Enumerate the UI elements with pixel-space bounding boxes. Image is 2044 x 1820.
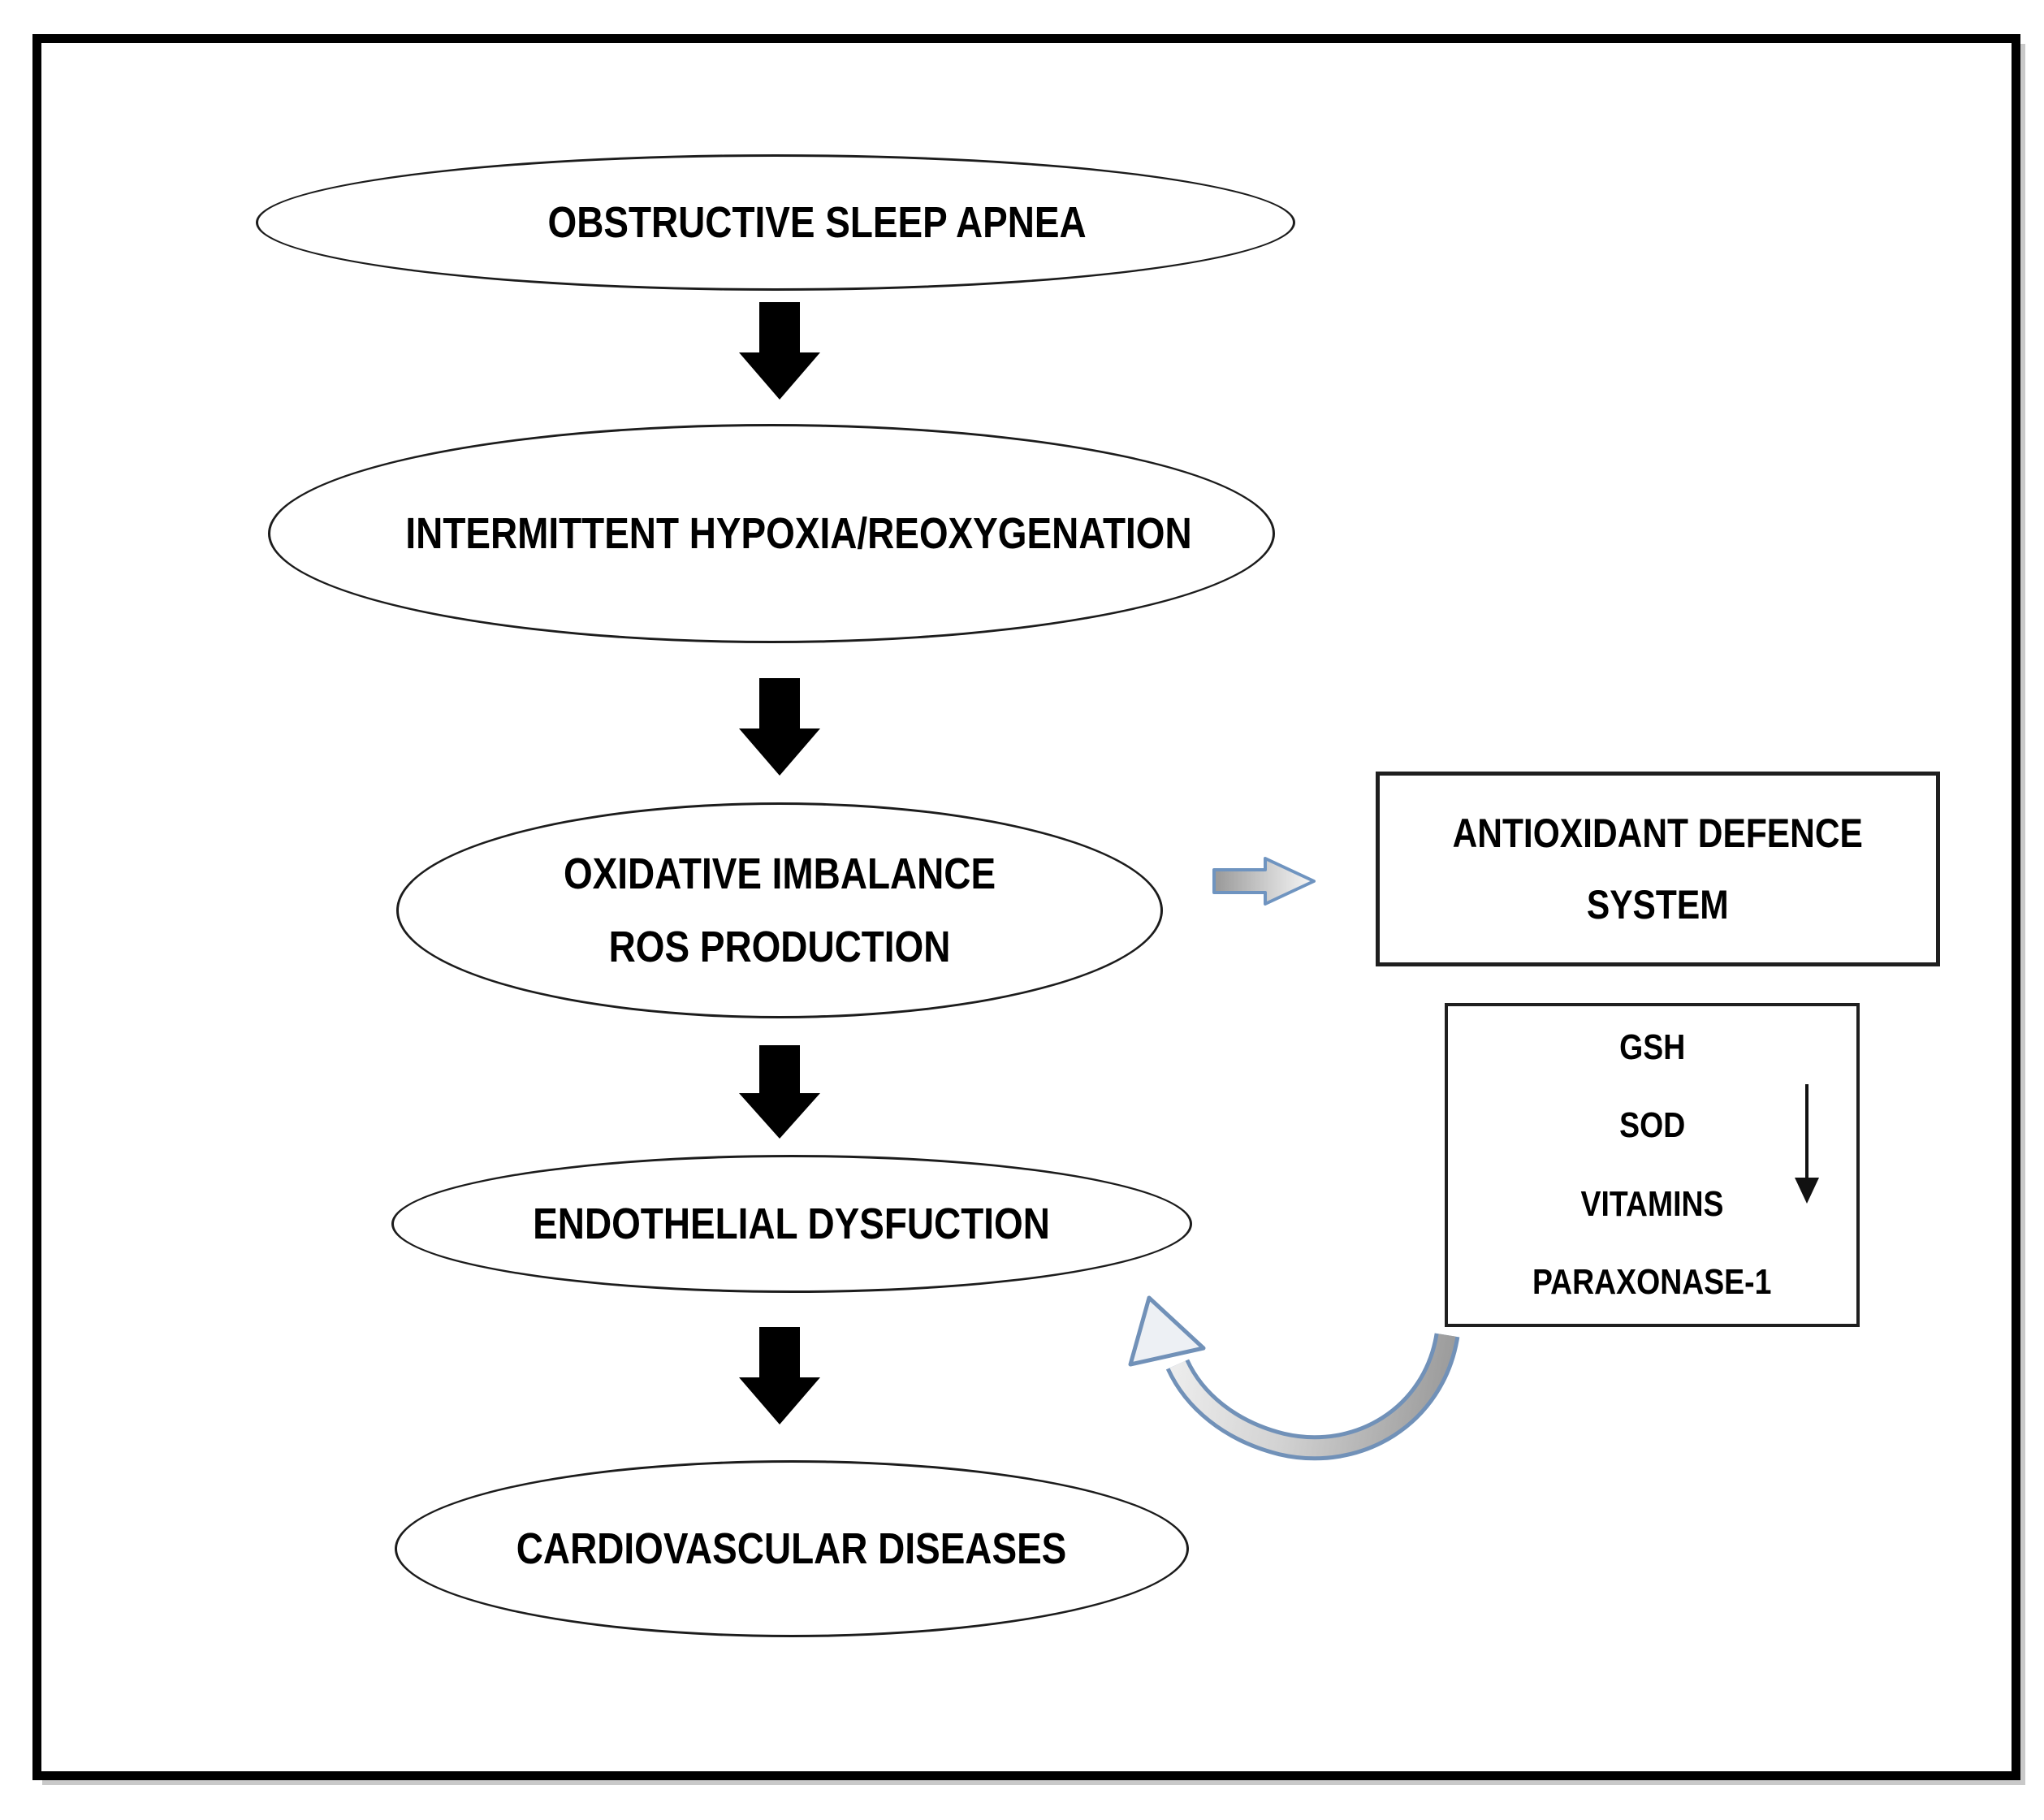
list-item-paraxonase-1: PARAXONASE-1 xyxy=(1532,1261,1772,1302)
node-label: OBSTRUCTIVE SLEEP APNEA xyxy=(547,198,1087,247)
node-antioxidant-defence-system: ANTIOXIDANT DEFENCE SYSTEM xyxy=(1376,772,1940,966)
node-label-line1: ANTIOXIDANT DEFENCE xyxy=(1452,811,1864,856)
node-obstructive-sleep-apnea: OBSTRUCTIVE SLEEP APNEA xyxy=(256,154,1295,291)
node-label-line2: SYSTEM xyxy=(1587,882,1729,927)
node-label: CARDIOVASCULAR DISEASES xyxy=(516,1524,1067,1573)
node-antioxidant-list: GSH SOD VITAMINS PARAXONASE-1 xyxy=(1445,1003,1860,1327)
list-item-gsh: GSH xyxy=(1618,1027,1686,1067)
node-label: INTERMITTENT HYPOXIA/REOXYGENATION xyxy=(405,509,1193,558)
node-label: ENDOTHELIAL DYSFUCTION xyxy=(533,1200,1051,1248)
list-item-sod: SOD xyxy=(1618,1105,1686,1146)
node-label: ANTIOXIDANT DEFENCE SYSTEM xyxy=(1453,798,1863,940)
node-endothelial-dysfuction: ENDOTHELIAL DYSFUCTION xyxy=(391,1155,1192,1293)
node-cardiovascular-diseases: CARDIOVASCULAR DISEASES xyxy=(395,1460,1189,1637)
node-label-line2: ROS PRODUCTION xyxy=(608,923,951,971)
list-item-vitamins: VITAMINS xyxy=(1580,1183,1724,1224)
node-oxidative-imbalance-ros-production: OXIDATIVE IMBALANCE ROS PRODUCTION xyxy=(396,802,1163,1018)
node-label: OXIDATIVE IMBALANCE ROS PRODUCTION xyxy=(564,837,996,983)
node-label-line1: OXIDATIVE IMBALANCE xyxy=(563,849,996,898)
node-intermittent-hypoxia-reoxygenation: INTERMITTENT HYPOXIA/REOXYGENATION xyxy=(268,424,1275,643)
